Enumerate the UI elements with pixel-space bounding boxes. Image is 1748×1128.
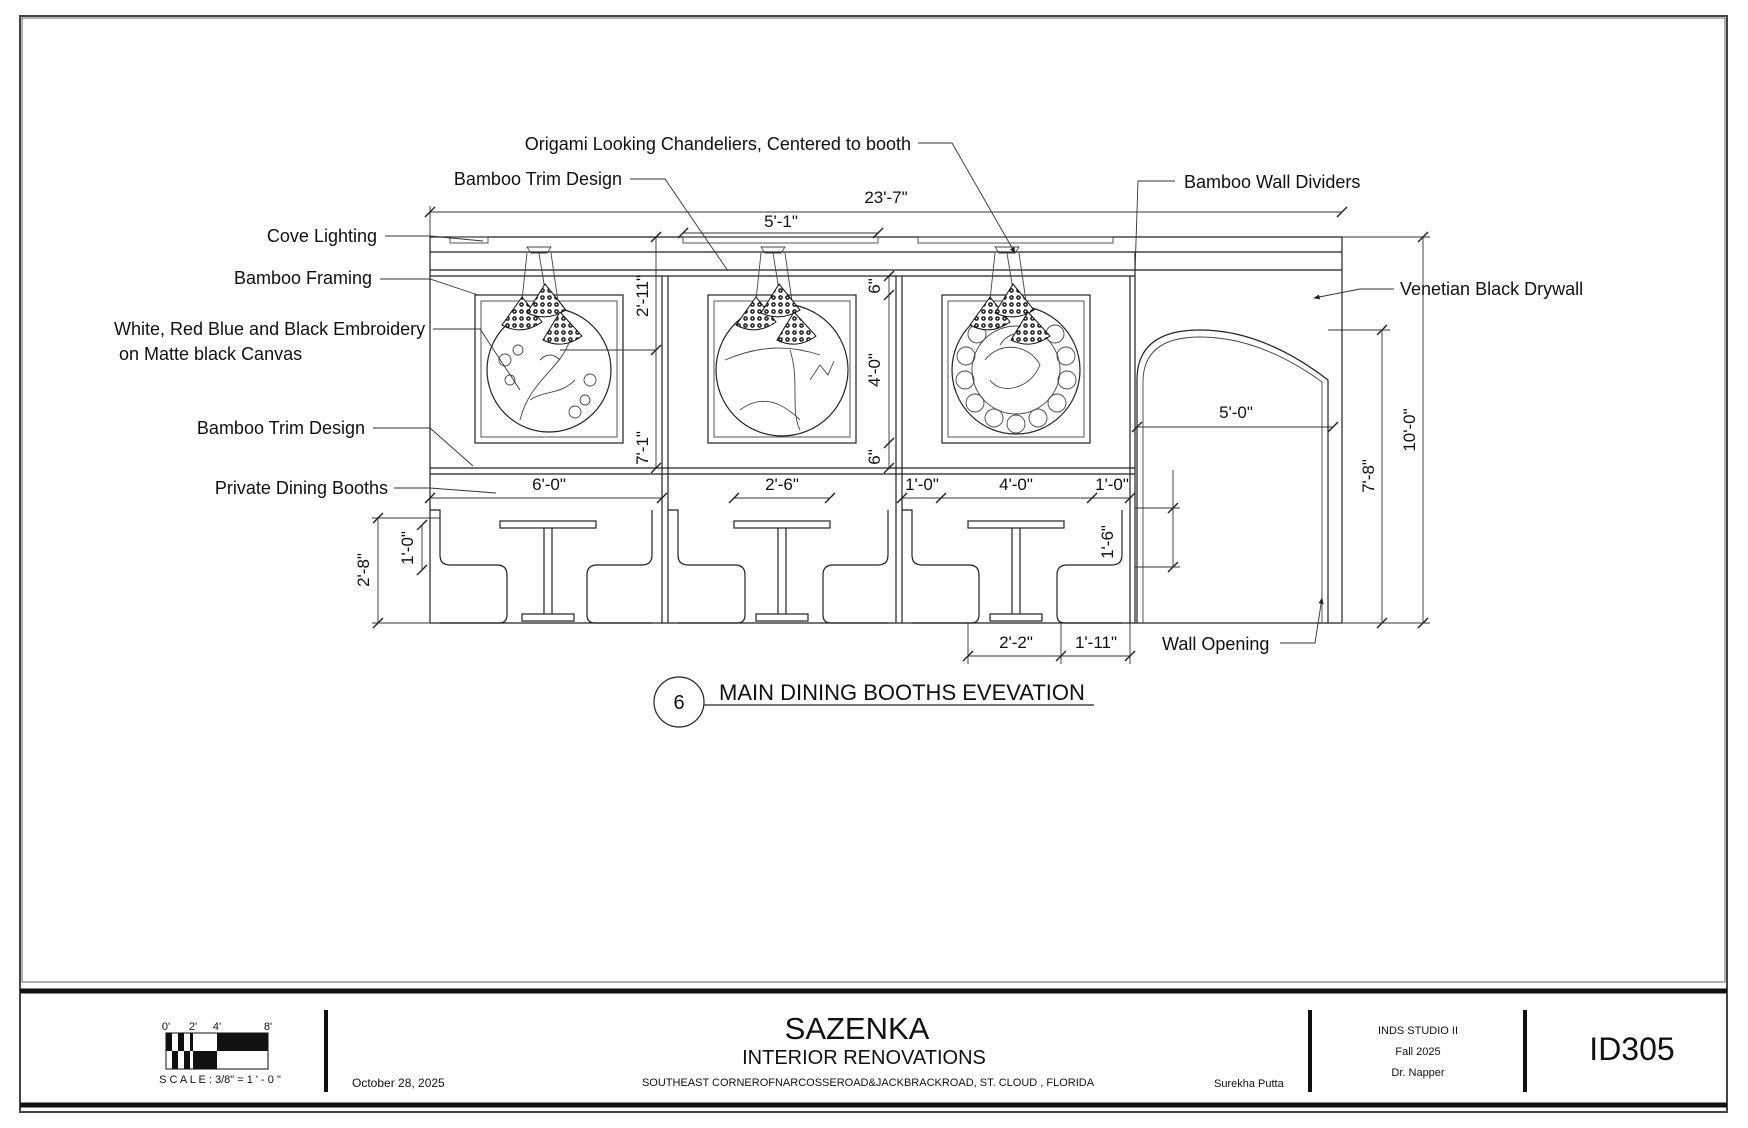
scale-tick-2: 2' (189, 1021, 197, 1033)
dim-booth-height: 2'-8" (354, 553, 373, 587)
dim-seat-height: 1'-6" (1098, 525, 1117, 559)
scale-bar: 0' 2' 4' 8' S C A L E : 3/8" = 1 ' - 0 " (159, 1021, 281, 1086)
dim-cove-width: 5'-1" (764, 212, 798, 231)
dim-table-width-2: 2'-6" (765, 475, 799, 494)
scale-tick-0: 0' (162, 1021, 170, 1033)
dim-wall-height: 10'-0" (1400, 408, 1419, 451)
dimension-lines (372, 206, 1430, 664)
dim-opening-height: 7'-8" (1359, 459, 1378, 493)
dim-panel-offset-bottom: 6" (865, 449, 884, 465)
project-subtitle: INTERIOR RENOVATIONS (742, 1047, 986, 1069)
chandelier-3 (969, 246, 1051, 345)
label-bamboo-wall-dividers: Bamboo Wall Dividers (1184, 172, 1360, 192)
dim-gap-1: 1'-0" (905, 475, 939, 494)
dim-booth-to-panel: 7'-1" (633, 431, 652, 465)
dim-booth-width: 6'-0" (532, 475, 566, 494)
designer: Surekha Putta (1214, 1078, 1285, 1090)
dim-table-width-3: 4'-0" (999, 475, 1033, 494)
label-private-booths: Private Dining Booths (215, 478, 388, 498)
scale-tick-8: 8' (264, 1021, 272, 1033)
dim-panel-height-upper: 2'-11" (633, 275, 652, 317)
scale-tick-4: 4' (213, 1021, 221, 1033)
dim-bottom-1: 2'-2" (999, 633, 1033, 652)
leader-lines (373, 142, 1394, 644)
dim-seat-back: 1'-0" (398, 531, 417, 565)
label-embroidery-line1: White, Red Blue and Black Embroidery (114, 319, 425, 339)
sheet-border (19, 15, 1728, 1113)
address: SOUTHEAST CORNEROFNARCOSSEROAD&JACKBRACK… (642, 1077, 1095, 1089)
elevation-drawing: Origami Looking Chandeliers, Centered to… (114, 134, 1583, 728)
dim-gap-2: 1'-0" (1095, 475, 1129, 494)
title-block: 0' 2' 4' 8' S C A L E : 3/8" = 1 ' - 0 "… (20, 988, 1727, 1108)
instructor: Dr. Napper (1391, 1067, 1445, 1079)
callout-title: MAIN DINING BOOTHS EVEVATION (719, 680, 1085, 705)
dim-opening-width: 5'-0" (1219, 403, 1253, 422)
label-chandeliers: Origami Looking Chandeliers, Centered to… (525, 134, 911, 154)
dim-overall-width: 23'-7" (864, 188, 907, 207)
label-venetian-drywall: Venetian Black Drywall (1400, 279, 1583, 299)
label-bamboo-trim-bottom: Bamboo Trim Design (197, 418, 365, 438)
date: October 28, 2025 (352, 1076, 445, 1090)
drawing-frame (21, 17, 1726, 983)
dim-panel-offset-top: 6" (865, 278, 884, 294)
dim-panel-height: 4'-0" (865, 353, 884, 387)
wall-opening-arch (1136, 329, 1329, 623)
chandelier-2 (735, 246, 817, 345)
art-panel-1 (474, 294, 624, 444)
art-panel-2 (707, 294, 857, 444)
chandelier-1 (501, 246, 583, 345)
label-embroidery-line2: on Matte black Canvas (119, 344, 302, 364)
term: Fall 2025 (1395, 1046, 1440, 1058)
label-cove-lighting: Cove Lighting (267, 226, 377, 246)
scale-text: S C A L E : 3/8" = 1 ' - 0 " (159, 1074, 281, 1086)
dim-bottom-2: 1'-11" (1075, 633, 1117, 652)
label-bamboo-trim-top: Bamboo Trim Design (454, 169, 622, 189)
sheet-id: ID305 (1589, 1031, 1674, 1067)
project-name: SAZENKA (785, 1011, 930, 1046)
label-wall-opening: Wall Opening (1162, 634, 1269, 654)
callout-number: 6 (673, 692, 684, 714)
course: INDS STUDIO II (1378, 1025, 1458, 1037)
art-panel-3 (941, 294, 1091, 444)
label-bamboo-framing: Bamboo Framing (234, 268, 372, 288)
booth-furniture (430, 509, 1123, 624)
callout-bubble (653, 676, 705, 728)
